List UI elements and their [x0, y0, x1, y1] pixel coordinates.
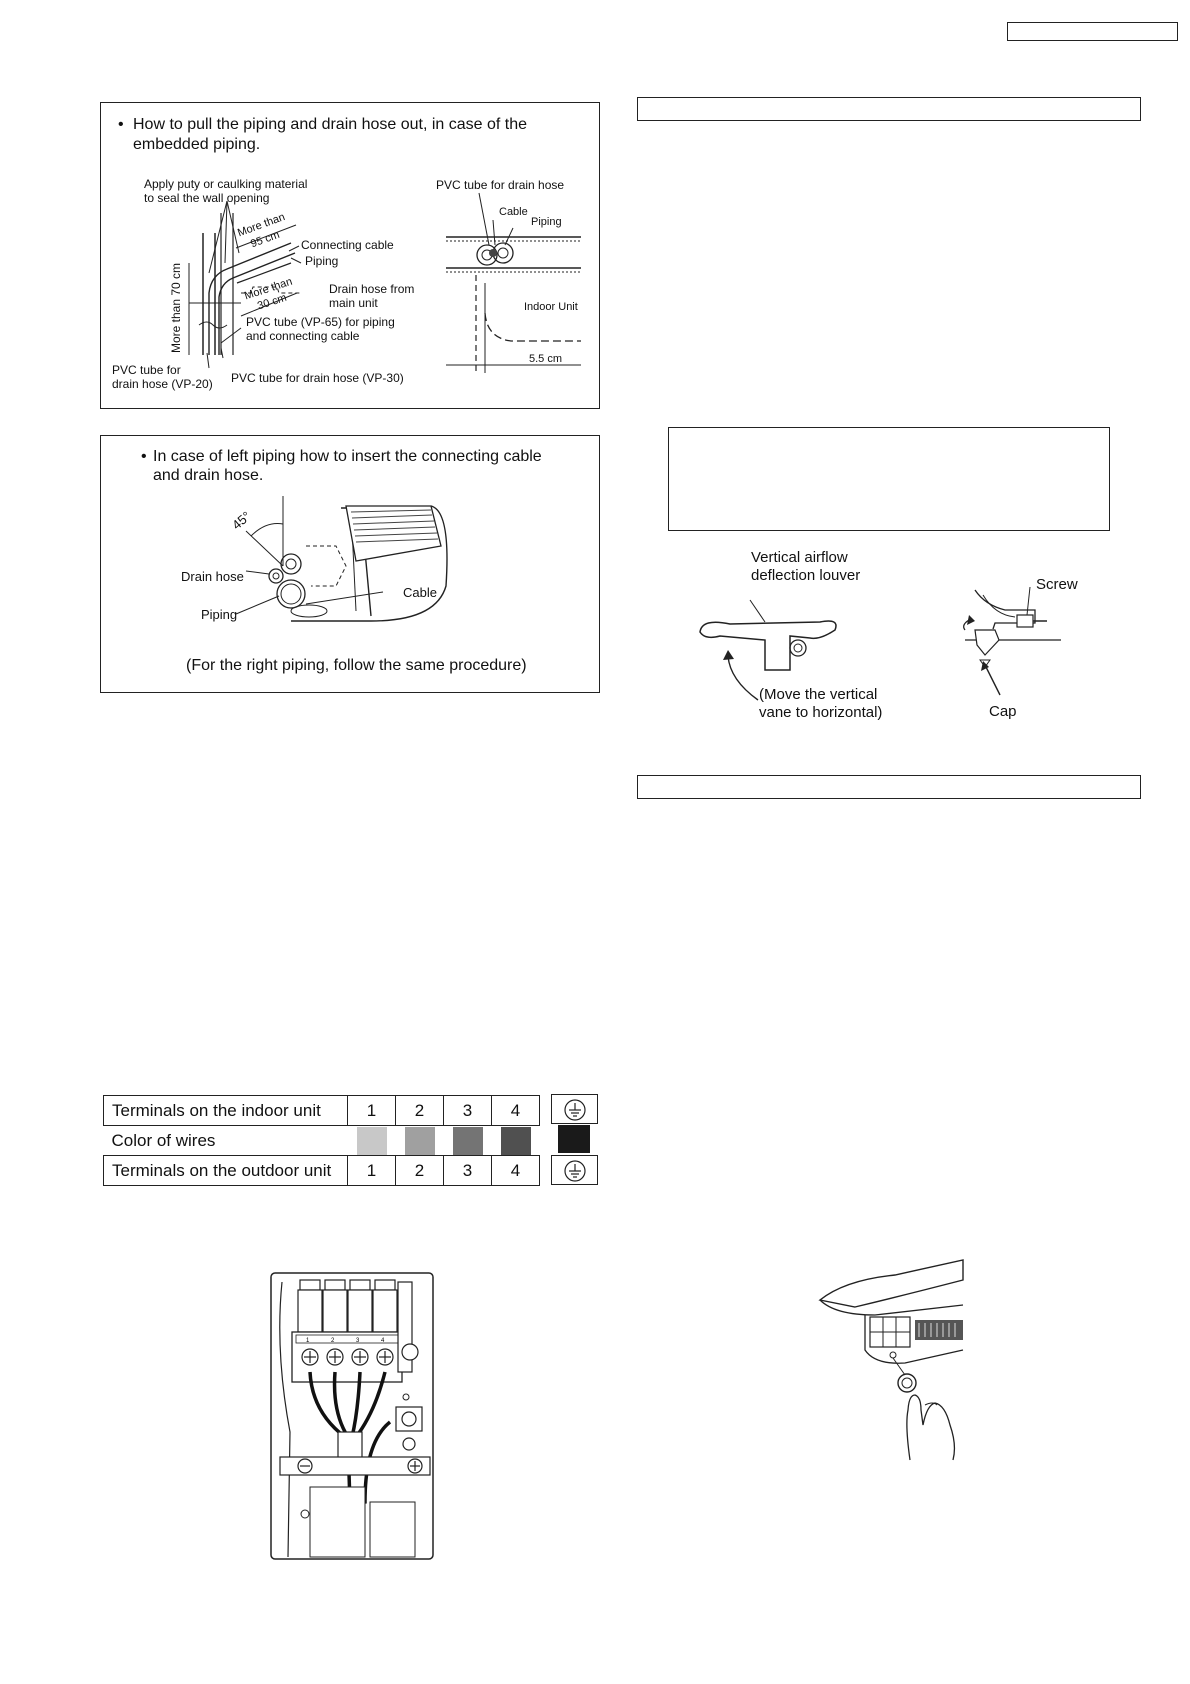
terminal-board-drawing: 1 2 3 4 — [270, 1272, 434, 1560]
indoor-terminals-row: Terminals on the indoor unit 1 2 3 4 — [103, 1095, 540, 1126]
label-more-than-70: More than 70 cm — [169, 262, 183, 353]
label-main-unit: main unit — [329, 296, 378, 310]
screw-cap-diagram — [963, 586, 1061, 696]
box2-heading-line1: In case of left piping how to insert the… — [153, 448, 542, 465]
louver-move-a: (Move the vertical — [759, 686, 878, 703]
indoor-terminal-1: 1 — [347, 1095, 396, 1126]
outdoor-terminal-1: 1 — [347, 1155, 396, 1186]
left-piping-box: • In case of left piping how to insert t… — [100, 435, 600, 693]
outdoor-terminals-row: Terminals on the outdoor unit 1 2 3 4 — [103, 1155, 540, 1186]
wire-colors-row: Color of wires — [104, 1126, 540, 1156]
header-box — [1007, 22, 1178, 41]
label-cable: Cable — [403, 585, 437, 600]
label-pvc-vp65a: PVC tube (VP-65) for piping — [246, 315, 395, 329]
section-heading-box-2 — [637, 775, 1141, 799]
wire-swatch-3 — [452, 1126, 483, 1155]
earth-wire-swatch — [558, 1125, 590, 1153]
label-pvc-drain-hose: PVC tube for drain hose — [436, 178, 565, 192]
label-seal-wall: to seal the wall opening — [144, 191, 270, 205]
earth-icon — [564, 1160, 586, 1182]
indoor-terminal-3: 3 — [443, 1095, 492, 1126]
indoor-earth-terminal — [551, 1094, 598, 1124]
box1-heading-line1: How to pull the piping and drain hose ou… — [133, 116, 528, 133]
outdoor-terminal-2: 2 — [395, 1155, 444, 1186]
embedded-piping-diagram — [188, 192, 581, 373]
outdoor-terminal-4: 4 — [491, 1155, 540, 1186]
terminal-number-1: 1 — [306, 1338, 310, 1344]
screw-label: Screw — [1036, 576, 1078, 593]
outdoor-terminal-3: 3 — [443, 1155, 492, 1186]
label-piping2: Piping — [531, 216, 562, 228]
louver-title-a: Vertical airflow — [751, 549, 848, 566]
label-apply-puty: Apply puty or caulking material — [144, 177, 308, 191]
left-piping-diagram — [235, 496, 448, 622]
label-cable: Cable — [499, 206, 528, 218]
box1-heading-line2: embedded piping. — [133, 136, 261, 153]
bullet: • — [118, 116, 124, 133]
indoor-unit-button-drawing — [818, 1259, 964, 1461]
box2-heading-line2: and drain hose. — [153, 467, 264, 484]
louver-move-b: vane to horizontal) — [759, 704, 883, 721]
section-heading-box-1 — [637, 97, 1141, 121]
earth-icon — [564, 1099, 586, 1121]
terminal-number-4: 4 — [381, 1338, 385, 1344]
embedded-piping-box: • How to pull the piping and drain hose … — [100, 102, 600, 409]
label-piping: Piping — [201, 607, 238, 622]
wire-swatch-4 — [500, 1126, 531, 1155]
indoor-terminal-2: 2 — [395, 1095, 444, 1126]
label-pvc-vp20b: drain hose (VP-20) — [112, 377, 213, 391]
bullet: • — [141, 448, 147, 465]
outdoor-terminals-label: Terminals on the outdoor unit — [103, 1155, 348, 1186]
label-pvc-vp20a: PVC tube for — [112, 363, 181, 377]
indoor-terminals-label: Terminals on the indoor unit — [103, 1095, 348, 1126]
label-pvc-vp65b: and connecting cable — [246, 329, 360, 343]
label-piping: Piping — [305, 254, 339, 268]
louver-title-b: deflection louver — [751, 567, 861, 584]
louver-diagram — [699, 599, 837, 701]
terminal-number-3: 3 — [356, 1338, 360, 1344]
notice-box — [668, 427, 1110, 531]
label-drain-hose-from: Drain hose from — [329, 282, 415, 296]
label-drain-hose: Drain hose — [181, 569, 244, 584]
indoor-terminal-4: 4 — [491, 1095, 540, 1126]
wire-swatch-1 — [356, 1126, 387, 1155]
wire-color-table: Terminals on the indoor unit 1 2 3 4 Col… — [103, 1095, 540, 1186]
terminal-number-2: 2 — [331, 1338, 335, 1344]
cap-label: Cap — [989, 703, 1017, 720]
label-dim-5-5: 5.5 cm — [529, 353, 563, 365]
label-pvc-vp30: PVC tube for drain hose (VP-30) — [231, 371, 404, 385]
right-piping-note: (For the right piping, follow the same p… — [186, 657, 527, 674]
wire-swatch-2 — [404, 1126, 435, 1155]
outdoor-earth-terminal — [551, 1155, 598, 1185]
label-connecting-cable: Connecting cable — [301, 238, 394, 252]
wire-colors-label: Color of wires — [111, 1130, 216, 1150]
label-indoor-unit: Indoor Unit — [524, 301, 578, 313]
